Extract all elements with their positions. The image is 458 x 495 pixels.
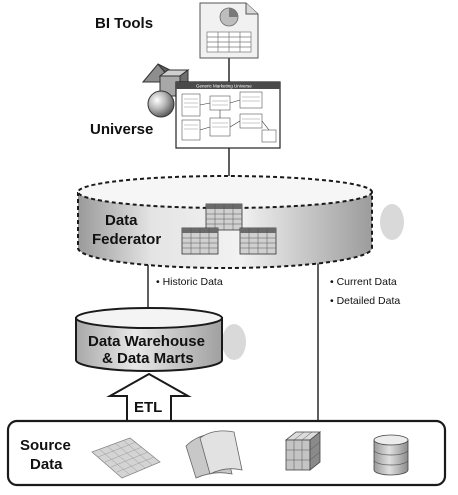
data-federator-label-line2: Federator: [92, 231, 162, 248]
data-warehouse-label-line2: & Data Marts: [102, 350, 194, 367]
bi-tools-label: BI Tools: [95, 15, 154, 32]
source-data-label-line2: Data: [30, 456, 63, 473]
universe-label: Universe: [90, 121, 154, 138]
federator-grid-right: [239, 227, 277, 255]
current-data-annotation: • Current Data: [330, 276, 397, 288]
data-federator-label-line1: Data: [105, 212, 138, 229]
etl-label: ETL: [134, 399, 163, 416]
document-page-icon: [185, 430, 243, 479]
universe-window: Generic Marketing Universe: [175, 81, 281, 149]
federator-grid-icons: [181, 203, 277, 255]
universe-shapes-icon: [141, 63, 190, 118]
detailed-data-annotation: • Detailed Data: [330, 295, 401, 307]
database-icon: [373, 434, 409, 476]
source-data-label-line1: Source: [20, 437, 71, 454]
data-warehouse-label-line1: Data Warehouse: [88, 333, 205, 350]
data-warehouse-cylinder: [75, 307, 246, 372]
universe-window-title: Generic Marketing Universe: [196, 84, 252, 89]
federator-grid-left: [181, 227, 219, 255]
spreadsheet-icon: [91, 437, 161, 479]
historic-data-annotation: • Historic Data: [156, 276, 223, 288]
bi-tools-document-icon: [199, 2, 259, 59]
olap-cube-icon: [284, 431, 322, 471]
federator-grid-top: [205, 203, 243, 231]
connector-lines: [147, 58, 319, 420]
